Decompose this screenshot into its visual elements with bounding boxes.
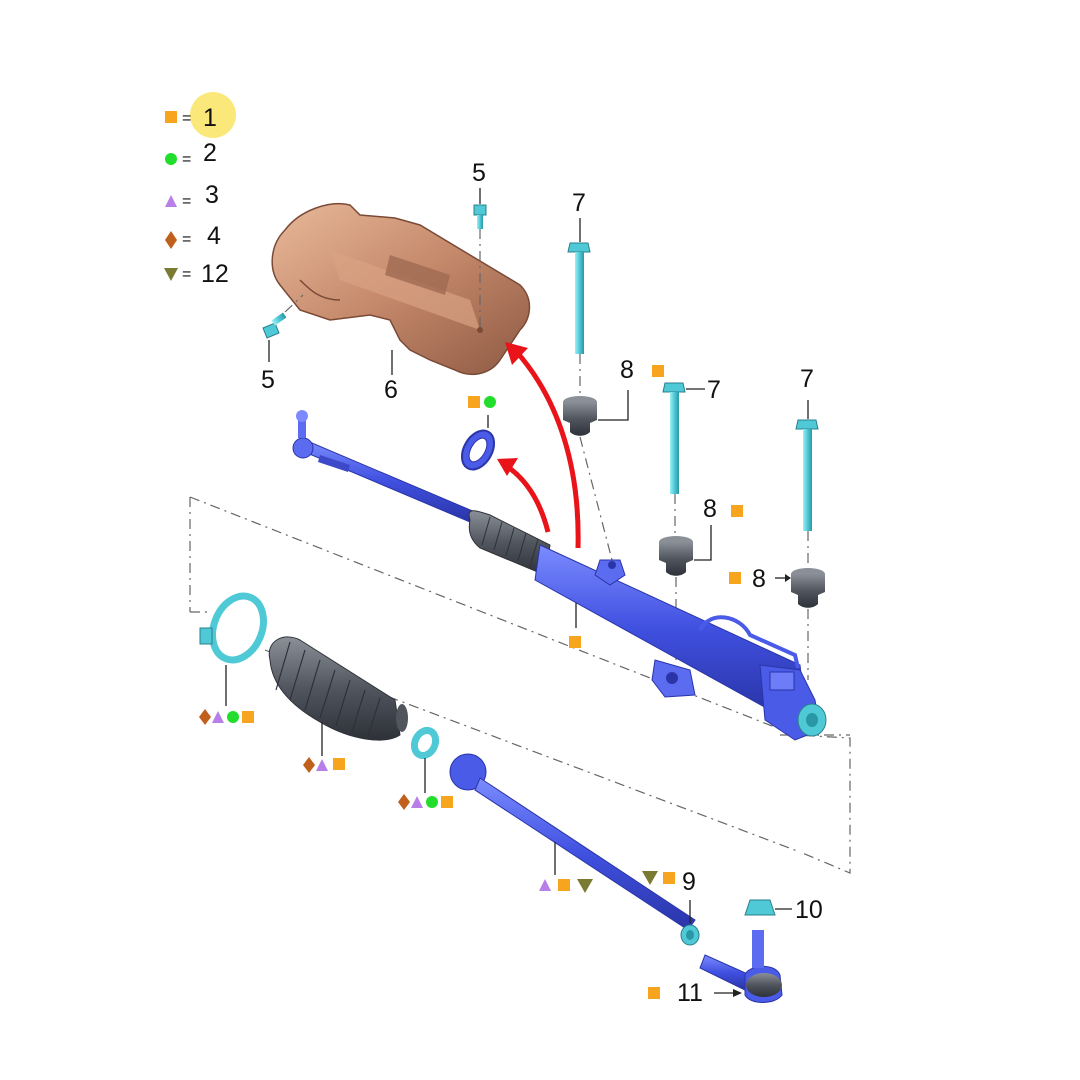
tie-rod-end xyxy=(699,930,783,1003)
bolt-c xyxy=(795,400,819,568)
square-marker-icon xyxy=(648,987,660,999)
diamond-marker-icon xyxy=(199,709,211,725)
circle-marker-icon xyxy=(227,711,239,723)
circle-marker-icon xyxy=(484,396,496,408)
seal-ring xyxy=(460,415,496,471)
legend-equals: = xyxy=(182,193,191,210)
legend-equals: = xyxy=(182,110,191,127)
circle-marker-icon xyxy=(426,796,438,808)
clamp-ring xyxy=(199,592,267,706)
callout-bolt-b: 7 xyxy=(707,376,721,404)
triangle-up-marker-icon xyxy=(539,879,551,891)
triangle-down-symbol-icon xyxy=(164,268,178,281)
callout-bolt-c: 7 xyxy=(800,365,814,393)
legend-item-1: = 1 xyxy=(165,104,217,132)
square-marker-icon xyxy=(663,872,675,884)
legend-item-3: = 3 xyxy=(165,181,219,210)
square-marker-icon xyxy=(468,396,480,408)
legend-label: 2 xyxy=(203,139,217,167)
callout-labels: 5 5 6 7 7 7 8 8 8 9 10 11 xyxy=(261,159,823,1007)
callout-bushing-a: 8 xyxy=(620,356,634,384)
bolt-a xyxy=(567,218,591,395)
diamond-marker-icon xyxy=(398,794,410,810)
bushing-c xyxy=(775,568,825,680)
square-symbol-icon xyxy=(165,111,177,123)
triangle-up-marker-icon xyxy=(411,796,423,808)
inner-tie-rod xyxy=(449,753,696,931)
callout-shield-bolt-top: 5 xyxy=(472,159,486,187)
triangle-up-symbol-icon xyxy=(165,195,177,207)
legend-item-12: = 12 xyxy=(164,260,229,288)
square-marker-icon xyxy=(729,572,741,584)
bushing-a xyxy=(563,390,629,561)
diamond-symbol-icon xyxy=(165,231,177,249)
callout-lock-washer: 9 xyxy=(682,868,696,896)
legend-item-2: = 2 xyxy=(165,139,217,168)
small-clamp xyxy=(410,726,440,793)
square-marker-icon xyxy=(333,758,345,770)
legend-equals: = xyxy=(182,151,191,168)
callout-heat-shield: 6 xyxy=(384,376,398,404)
callout-bushing-b: 8 xyxy=(703,495,717,523)
circle-symbol-icon xyxy=(165,153,177,165)
callout-shield-bolt-left: 5 xyxy=(261,366,275,394)
square-marker-icon xyxy=(569,636,581,648)
install-direction-arrows xyxy=(497,342,581,549)
heat-shield xyxy=(271,203,531,376)
triangle-up-marker-icon xyxy=(316,759,328,771)
shield-bolt-left xyxy=(262,294,304,362)
square-marker-icon xyxy=(242,711,254,723)
legend-label: 3 xyxy=(205,181,219,209)
bolt-b xyxy=(662,382,705,535)
square-marker-icon xyxy=(731,505,743,517)
triangle-down-marker-icon xyxy=(577,879,593,893)
square-marker-icon xyxy=(441,796,453,808)
legend-highlight xyxy=(190,92,236,138)
callout-nut: 10 xyxy=(795,896,823,924)
callout-bushing-c: 8 xyxy=(752,565,766,593)
callout-bolt-a: 7 xyxy=(572,189,586,217)
lock-washer xyxy=(680,900,700,946)
legend-label: 12 xyxy=(201,260,229,288)
triangle-down-marker-icon xyxy=(642,871,658,885)
legend: = 1 = 2 = 3 = 4 = 12 xyxy=(164,92,236,288)
square-marker-icon xyxy=(652,365,664,377)
callout-tie-rod-end: 11 xyxy=(677,979,703,1007)
shield-bolt-top xyxy=(473,188,487,330)
assembly-boundary-line xyxy=(189,496,851,874)
legend-item-4: = 4 xyxy=(165,222,221,250)
square-marker-icon xyxy=(558,879,570,891)
diamond-marker-icon xyxy=(303,757,315,773)
legend-label: 4 xyxy=(207,222,221,250)
legend-equals: = xyxy=(182,266,191,283)
legend-equals: = xyxy=(182,231,191,248)
triangle-up-marker-icon xyxy=(212,711,224,723)
legend-label: 1 xyxy=(203,104,217,132)
steering-rack xyxy=(292,410,827,741)
nut xyxy=(744,899,792,916)
symbol-markers xyxy=(199,365,743,999)
large-boot xyxy=(268,636,408,756)
